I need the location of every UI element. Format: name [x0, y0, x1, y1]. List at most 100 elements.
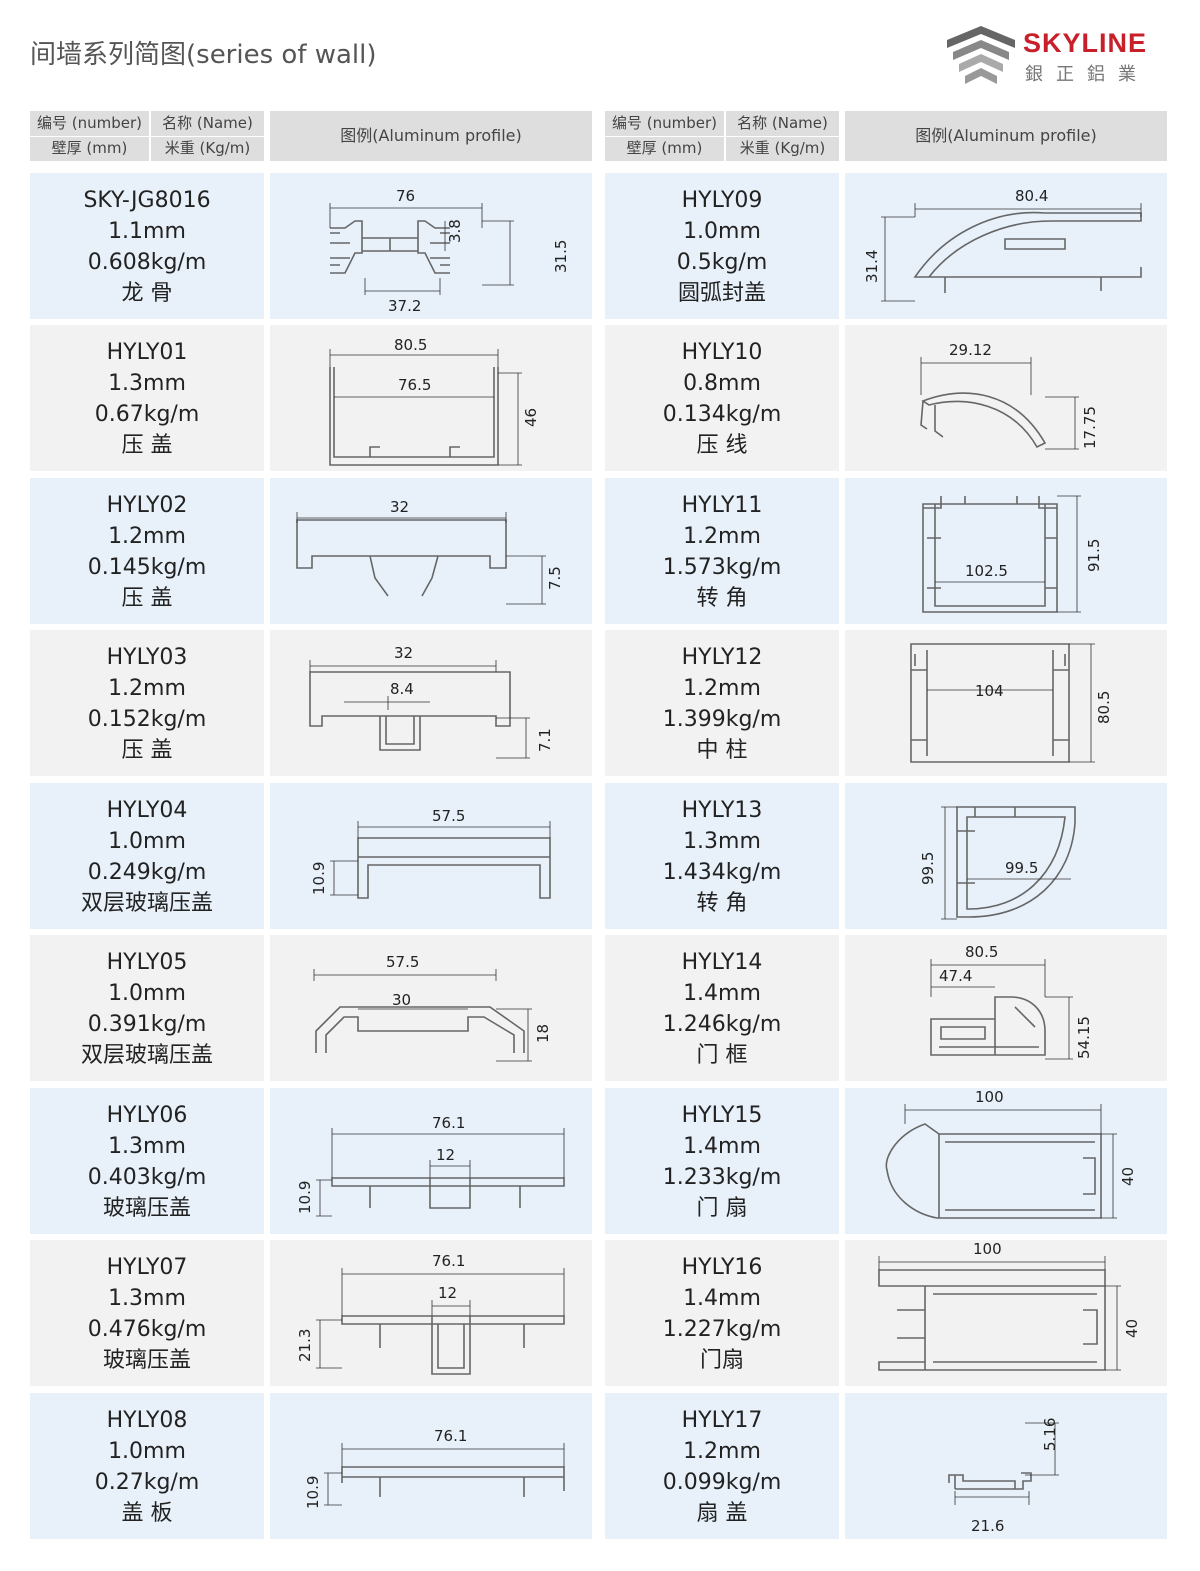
table-row: HYLY13 1.3mm 1.434kg/m 转 角 99.5 99.5: [605, 782, 1167, 929]
table-row: HYLY12 1.2mm 1.399kg/m 中 柱 104 80.5: [605, 630, 1167, 776]
item-name: 双层玻璃压盖: [80, 890, 213, 916]
profile-svg: 102.5 91.5: [922, 495, 1103, 613]
brand-name: SKYLINE: [1023, 28, 1148, 58]
table-row: HYLY11 1.2mm 1.573kg/m 转 角 102.5 91.5: [605, 477, 1167, 624]
dim-label: 5.16: [1041, 1417, 1059, 1450]
item-thickness: 1.0mm: [108, 1438, 186, 1464]
header-profile: 图例(Aluminum profile): [270, 111, 592, 161]
profile-table-left: 编号 (number) 壁厚 (mm) 名称 (Name) 米重 (Kg/m) …: [30, 111, 592, 1539]
item-weight: 1.233kg/m: [662, 1164, 782, 1190]
profile-svg: 76.1 12 21.3: [296, 1252, 565, 1375]
item-info: HYLY01 1.3mm 0.67kg/m 压 盖: [30, 325, 264, 471]
dim-label: 30: [392, 991, 411, 1009]
item-info: HYLY05 1.0mm 0.391kg/m 双层玻璃压盖: [30, 935, 264, 1081]
item-thickness: 1.4mm: [683, 1133, 761, 1159]
dim-label: 18: [534, 1024, 552, 1043]
item-info: HYLY08 1.0mm 0.27kg/m 盖 板: [30, 1392, 264, 1539]
item-info: HYLY09 1.0mm 0.5kg/m 圆弧封盖: [605, 172, 839, 319]
item-weight: 0.249kg/m: [87, 859, 207, 885]
item-thickness: 1.1mm: [108, 218, 186, 244]
brand-name-cn: 銀正鋁業: [1025, 64, 1149, 85]
dim-label: 80.5: [965, 943, 998, 961]
item-weight: 0.391kg/m: [87, 1012, 207, 1037]
dim-label: 8.4: [390, 680, 414, 698]
table-row: HYLY16 1.4mm 1.227kg/m 门扇 100 40: [605, 1240, 1167, 1386]
profile-drawing: 76.1 12 21.3: [270, 1240, 592, 1386]
profile-svg: 32 8.4 7.1: [309, 644, 554, 759]
profile-drawing: 32 7.5: [270, 477, 592, 624]
table-row: HYLY15 1.4mm 1.233kg/m 门 扇 100 40: [605, 1087, 1167, 1234]
profile-drawing: 80.4 31.4: [845, 172, 1167, 319]
item-weight: 0.099kg/m: [662, 1469, 782, 1495]
table-row: HYLY01 1.3mm 0.67kg/m 压 盖 80.5 76.5 46: [30, 325, 592, 471]
dim-label: 99.5: [1005, 859, 1038, 877]
brand-logo: SKYLINE 銀正鋁業: [945, 24, 1165, 86]
item-code: HYLY09: [681, 187, 763, 213]
item-info: HYLY14 1.4mm 1.246kg/m 门 框: [605, 935, 839, 1081]
dim-label: 12: [438, 1284, 457, 1302]
profile-svg: 32 7.5: [296, 498, 564, 604]
item-info: HYLY03 1.2mm 0.152kg/m 压 盖: [30, 630, 264, 776]
dim-label: 46: [522, 408, 540, 427]
item-code: HYLY15: [681, 1102, 763, 1128]
item-code: HYLY11: [681, 492, 763, 518]
profile-svg: 76 3.8 31.5 37.2: [329, 187, 570, 315]
item-info: SKY-JG8016 1.1mm 0.608kg/m 龙 骨: [30, 172, 264, 319]
item-name: 转 角: [696, 585, 748, 611]
table-row: SKY-JG8016 1.1mm 0.608kg/m 龙 骨 76 3.8 31…: [30, 172, 592, 319]
item-code: HYLY14: [681, 950, 763, 975]
item-code: HYLY04: [106, 797, 188, 823]
item-info: HYLY16 1.4mm 1.227kg/m 门扇: [605, 1240, 839, 1386]
dim-label: 76: [396, 187, 415, 205]
profile-drawing: 100 40: [845, 1240, 1167, 1386]
dim-label: 37.2: [388, 297, 421, 315]
profile-svg: 80.5 76.5 46: [329, 336, 540, 466]
table-row: HYLY14 1.4mm 1.246kg/m 门 框 80.5 47.4 54.…: [605, 935, 1167, 1081]
profile-svg: 29.12 17.75: [920, 341, 1099, 450]
item-info: HYLY11 1.2mm 1.573kg/m 转 角: [605, 477, 839, 624]
dim-label: 99.5: [919, 851, 937, 884]
item-info: HYLY13 1.3mm 1.434kg/m 转 角: [605, 782, 839, 929]
profile-svg: 100 40: [878, 1240, 1141, 1371]
item-info: HYLY02 1.2mm 0.145kg/m 压 盖: [30, 477, 264, 624]
dim-label: 10.9: [296, 1180, 314, 1213]
dim-label: 100: [973, 1240, 1002, 1258]
dim-label: 7.5: [546, 566, 564, 590]
profile-drawing: 104 80.5: [845, 630, 1167, 776]
item-code: SKY-JG8016: [83, 187, 211, 213]
item-weight: 0.476kg/m: [87, 1317, 207, 1342]
dim-label: 100: [975, 1088, 1004, 1106]
item-weight: 1.573kg/m: [662, 554, 782, 580]
item-name: 门 框: [696, 1043, 748, 1068]
table-header: 编号 (number) 壁厚 (mm) 名称 (Name) 米重 (Kg/m) …: [30, 111, 592, 161]
item-code: HYLY16: [681, 1255, 763, 1280]
dim-label: 7.1: [536, 728, 554, 752]
profile-drawing: 100 40: [845, 1087, 1167, 1234]
table-row: HYLY17 1.2mm 0.099kg/m 扇 盖 5.16 21.6: [605, 1392, 1167, 1539]
header-name-weight: 名称 (Name) 米重 (Kg/m): [726, 111, 839, 161]
item-thickness: 1.0mm: [108, 828, 186, 854]
dim-label: 29.12: [949, 341, 992, 359]
header-weight: 米重 (Kg/m): [164, 139, 251, 157]
item-name: 压 线: [696, 433, 748, 458]
item-code: HYLY02: [106, 492, 188, 518]
profile-svg: 80.5 47.4 54.15: [930, 943, 1093, 1060]
item-info: HYLY10 0.8mm 0.134kg/m 压 线: [605, 325, 839, 471]
item-code: HYLY08: [106, 1407, 188, 1433]
profile-drawing: 76.1 10.9: [270, 1392, 592, 1539]
dim-label: 80.5: [394, 336, 427, 354]
profile-drawing: 29.12 17.75: [845, 325, 1167, 471]
item-thickness: 1.2mm: [108, 676, 186, 701]
dim-label: 104: [975, 682, 1004, 700]
profile-drawing: 57.5 10.9: [270, 782, 592, 929]
dim-label: 10.9: [310, 861, 328, 894]
item-name: 门 扇: [696, 1195, 748, 1221]
dim-label: 54.15: [1075, 1016, 1093, 1059]
item-code: HYLY17: [681, 1407, 763, 1433]
item-name: 龙 骨: [121, 280, 173, 306]
header-thickness: 壁厚 (mm): [626, 139, 703, 157]
table-row: HYLY03 1.2mm 0.152kg/m 压 盖 32 8.4 7.1: [30, 630, 592, 776]
item-info: HYLY06 1.3mm 0.403kg/m 玻璃压盖: [30, 1087, 264, 1234]
dim-label: 40: [1123, 1319, 1141, 1338]
item-thickness: 1.3mm: [683, 828, 761, 854]
